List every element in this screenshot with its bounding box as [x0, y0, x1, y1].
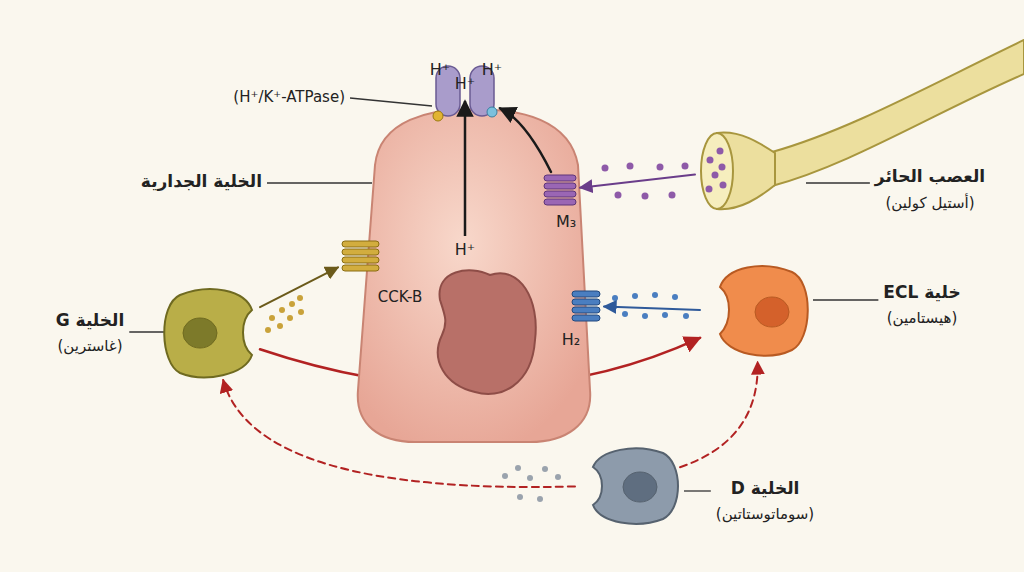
cckb-receptor: CCK-B [338, 238, 383, 274]
node-sublabel: (أستيل كولين) [885, 194, 974, 212]
ecl-cell-shape [700, 262, 812, 362]
histamine-granules [612, 292, 689, 319]
ecl-cell: خلية ECL(هيستامين) [700, 262, 812, 362]
leader-line [267, 182, 372, 183]
g-cell: الخلية G(غاسترين) [160, 285, 260, 380]
node-label: H₂ [562, 330, 580, 349]
nerve-terminal-shape [695, 125, 775, 215]
node-label: العصب الحائر [875, 166, 985, 186]
receptor-shape [338, 238, 383, 274]
vagus-axon [772, 40, 1024, 186]
receptor-shape [540, 172, 580, 208]
node-sublabel: (غاسترين) [57, 337, 122, 355]
node-sublabel: (سوماتوستاتين) [716, 505, 814, 523]
node-label: (H⁺/K⁺-ATPase) [233, 88, 345, 106]
connector-arrow [260, 267, 338, 307]
ion-label: H⁺ [482, 60, 502, 79]
ion-label: H⁺ [455, 74, 475, 93]
connector-arrow [680, 362, 758, 467]
leader-line [806, 182, 870, 183]
node-label: الخلية الجدارية [141, 171, 262, 191]
node-label: M₃ [556, 212, 576, 231]
g-cell-shape [160, 285, 260, 380]
connector-arrow [604, 307, 700, 310]
leader-line [813, 299, 878, 300]
h2-receptor: H₂ [568, 288, 604, 324]
leader-line [684, 490, 711, 491]
m3-receptor: M₃ [540, 172, 580, 208]
vagus-nerve: العصب الحائر(أستيل كولين) [695, 125, 775, 215]
somatostatin-granules [502, 465, 561, 502]
receptor-shape [568, 288, 604, 324]
node-sublabel: (هيستامين) [887, 309, 958, 327]
d-cell-shape [575, 445, 680, 525]
node-label: الخلية G [56, 310, 125, 330]
leader-line [129, 331, 166, 332]
connector-arrow [580, 175, 695, 188]
node-label: الخلية D [731, 478, 800, 498]
node-label: CCK-B [378, 288, 422, 306]
node-label: خلية ECL [883, 282, 960, 302]
ion-label: H⁺ [430, 60, 450, 79]
ion-label: H⁺ [455, 240, 475, 259]
leader-line [350, 98, 432, 106]
d-cell: الخلية D(سوماتوستاتين) [575, 445, 680, 525]
